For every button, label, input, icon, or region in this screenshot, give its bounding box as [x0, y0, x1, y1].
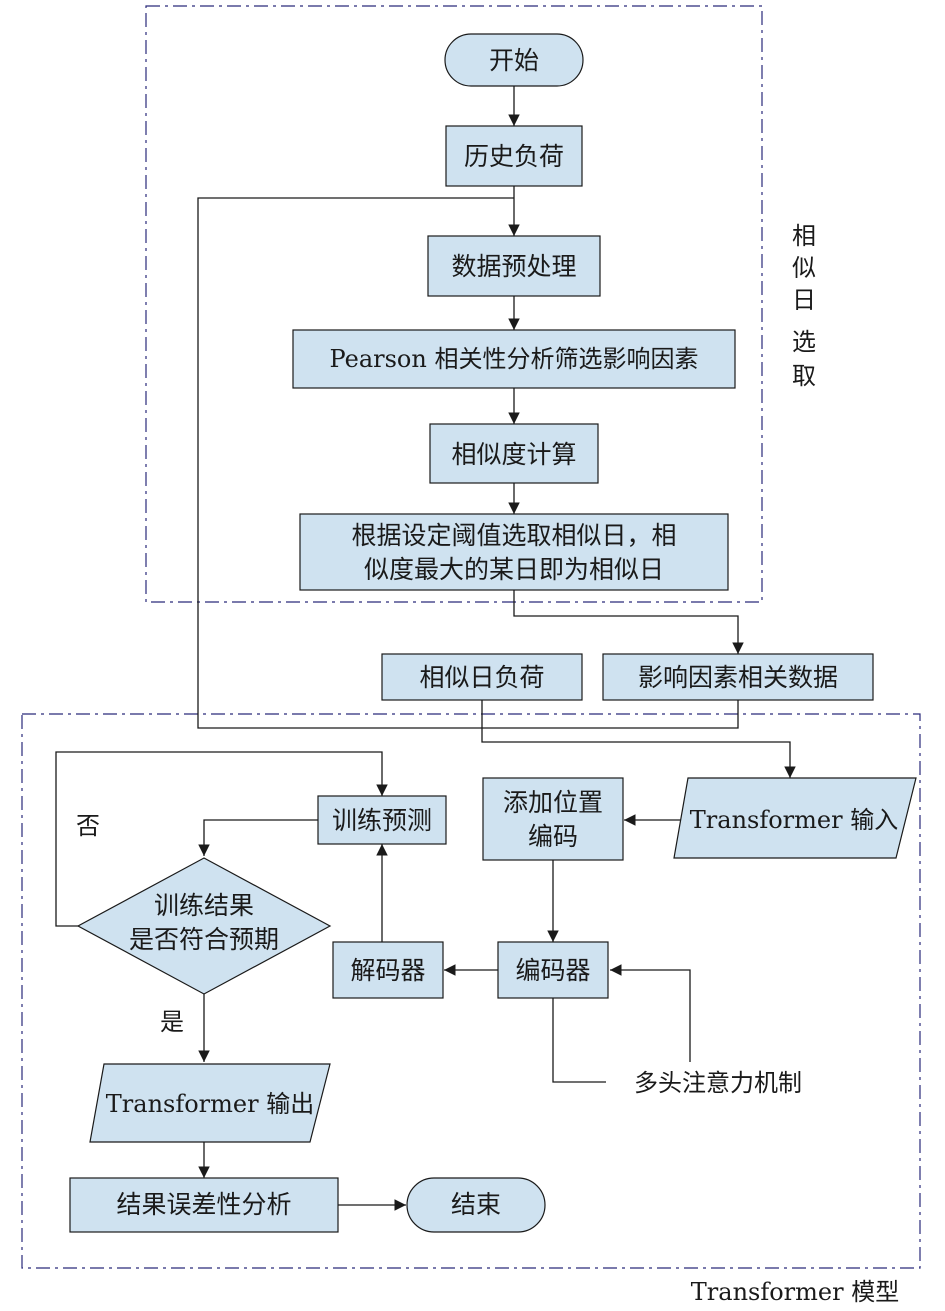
node-factor-data: 影响因素相关数据	[602, 653, 874, 701]
edge-encoder-to-multihead	[552, 998, 606, 1083]
node-end: 结束	[406, 1177, 546, 1233]
node-transformer-output: Transformer 输出	[89, 1063, 331, 1143]
node-label: 编码器	[515, 956, 590, 985]
node-label: Transformer 输出	[106, 1090, 314, 1118]
node-label: 历史负荷	[464, 142, 564, 171]
node-label: 开始	[489, 46, 539, 75]
node-transformer-input: Transformer 输入	[673, 777, 917, 859]
node-label: 解码器	[350, 956, 425, 985]
node-label: 结果误差性分析	[116, 1190, 291, 1219]
process-shape	[445, 125, 583, 187]
edge-train-to-decision	[198, 819, 318, 856]
edge-factor-feedback-loop	[197, 197, 739, 729]
node-label: 数据预处理	[451, 252, 576, 281]
node-threshold: 根据设定阈值选取相似日，相 似度最大的某日即为相似日	[299, 513, 729, 591]
terminal-shape	[444, 33, 584, 87]
similar-day-group-label: 相 似 日 选 取	[792, 222, 816, 390]
node-start: 开始	[444, 33, 584, 87]
data-shape	[381, 653, 583, 701]
group-label-char: 选	[792, 328, 816, 356]
multi-head-attention-label: 多头注意力机制	[634, 1069, 802, 1097]
process-shape	[69, 1177, 339, 1233]
node-label: 训练预测	[332, 806, 432, 835]
node-label-line2: 是否符合预期	[129, 925, 279, 954]
node-pearson: Pearson 相关性分析筛选影响因素	[292, 329, 736, 389]
node-position-encoding: 添加位置 编码	[482, 777, 624, 861]
edge-decision-no-loop	[55, 751, 388, 927]
group-label-char: 取	[792, 362, 816, 390]
node-label: Transformer 输入	[690, 806, 898, 834]
edge-label-yes: 是	[160, 1008, 184, 1036]
edge-threshold-to-factor-data	[513, 590, 744, 654]
node-label: 相似日负荷	[419, 663, 544, 692]
node-similar-day-load: 相似日负荷	[381, 653, 583, 701]
process-shape	[317, 795, 447, 845]
node-similarity: 相似度计算	[429, 423, 599, 484]
node-error-analysis: 结果误差性分析	[69, 1177, 339, 1233]
edge-multihead-to-encoder	[610, 964, 691, 1062]
node-train-predict: 训练预测	[317, 795, 447, 845]
similar-day-group-frame	[145, 5, 763, 603]
group-label-char: 似	[792, 254, 816, 282]
process-shape	[497, 941, 609, 999]
data-shape	[602, 653, 874, 701]
node-preprocess: 数据预处理	[427, 235, 601, 297]
io-shape	[673, 777, 917, 859]
transformer-group-label: Transformer 模型	[691, 1278, 899, 1306]
transformer-group-frame	[21, 713, 921, 1269]
group-label-char: 相	[792, 222, 816, 250]
process-shape	[482, 777, 624, 861]
edge-label-no: 否	[76, 812, 100, 840]
node-decoder: 解码器	[332, 941, 444, 999]
terminal-shape	[406, 1177, 546, 1233]
group-label-char: 日	[792, 286, 816, 314]
node-label: 结束	[451, 1190, 501, 1219]
edges	[55, 86, 796, 1211]
process-shape	[427, 235, 601, 297]
process-shape	[429, 423, 599, 484]
process-shape	[299, 513, 729, 591]
node-label-line1: 添加位置	[503, 788, 603, 817]
decision-shape	[76, 857, 332, 995]
node-label: 影响因素相关数据	[638, 663, 838, 692]
io-shape	[89, 1063, 331, 1143]
node-encoder: 编码器	[497, 941, 609, 999]
node-label-line2: 编码	[528, 822, 578, 851]
process-shape	[292, 329, 736, 389]
process-shape	[332, 941, 444, 999]
node-label: Pearson 相关性分析筛选影响因素	[330, 345, 699, 373]
node-label-line2: 似度最大的某日即为相似日	[364, 555, 664, 584]
node-label: 相似度计算	[451, 440, 576, 469]
edge-similar-load-to-input	[481, 700, 796, 778]
node-label-line1: 根据设定阈值选取相似日，相	[351, 521, 676, 550]
node-decision: 训练结果 是否符合预期	[76, 857, 332, 995]
node-history-load: 历史负荷	[445, 125, 583, 187]
node-label-line1: 训练结果	[154, 891, 254, 920]
